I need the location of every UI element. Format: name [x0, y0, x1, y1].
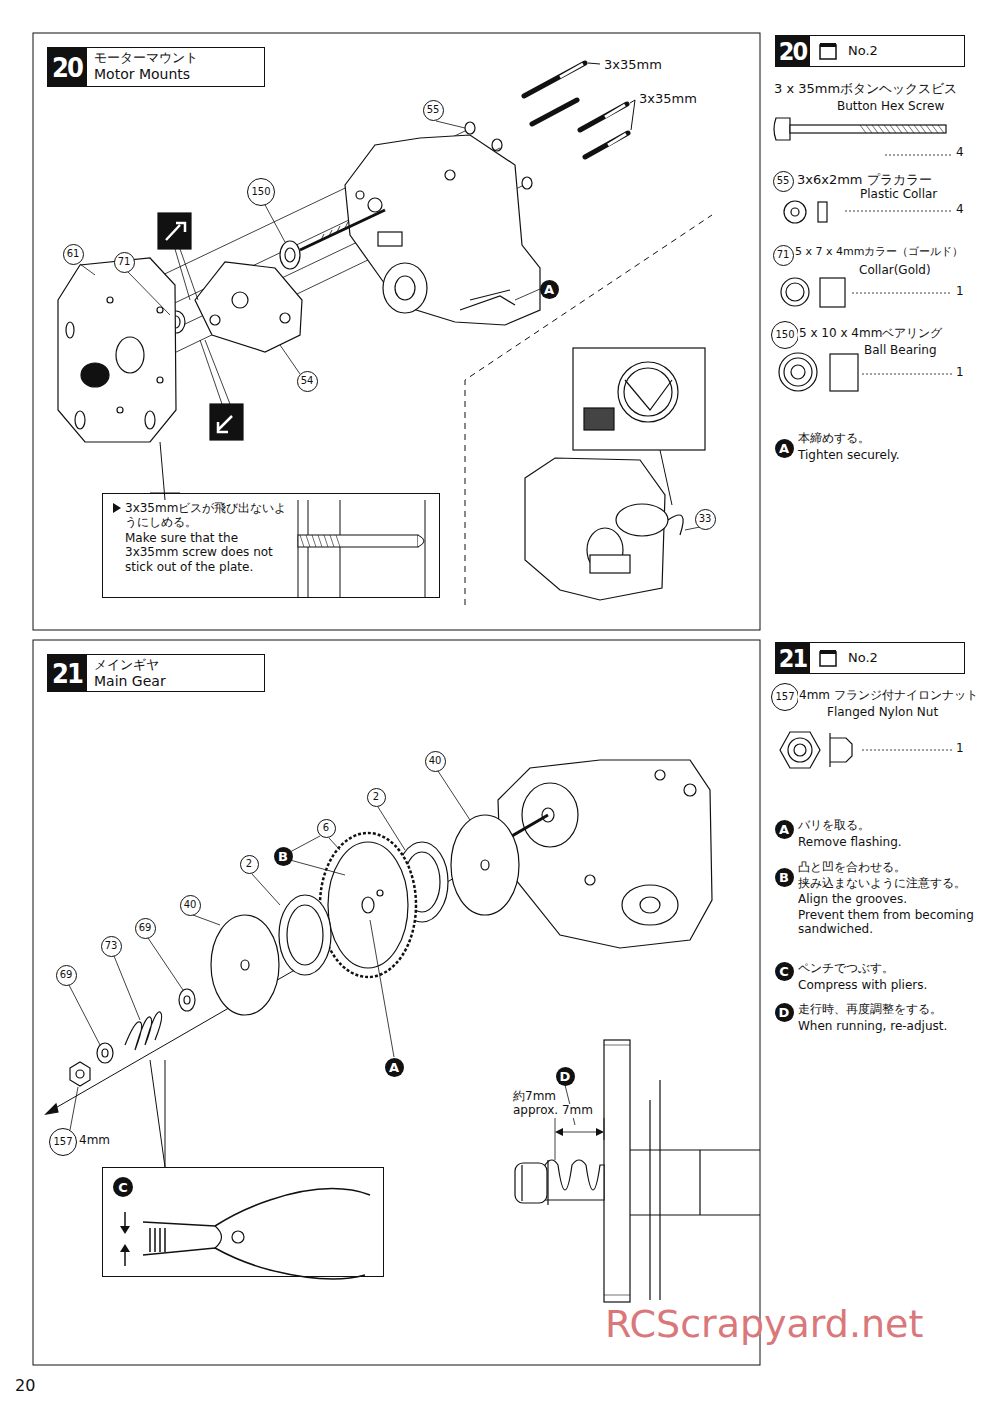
- step-title-text: Main Gear: [94, 673, 264, 690]
- label-text: 3x6x2mm プラカラー: [796, 173, 933, 188]
- label-text: 本締めする。: [797, 432, 871, 446]
- callout-number: 157: [49, 1128, 77, 1156]
- note-box: 3x35mmビスが飛び出ないようにしめる。Make sure that the …: [102, 493, 440, 598]
- bag-icon: [818, 41, 838, 61]
- note-text: 3x35mmビスが飛び出ないようにしめる。: [125, 501, 295, 530]
- label-text: ペンチでつぶす。: [797, 962, 895, 976]
- callout-number: 54: [297, 371, 318, 392]
- step-number: 21: [775, 642, 810, 674]
- callout-number: 71: [114, 252, 135, 273]
- callout-number: 69: [56, 965, 77, 986]
- label-text: Remove flashing.: [797, 836, 903, 850]
- callout-number: 6: [317, 819, 336, 838]
- title-text: メインギヤMain Gear: [94, 655, 264, 689]
- note-text: Make sure that the 3x35mm screw does not…: [125, 531, 295, 574]
- callout-number: 150: [247, 178, 275, 206]
- step-marker: A: [775, 439, 794, 458]
- label-text: 走行時、再度調整をする。: [797, 1003, 943, 1017]
- callout-number: 157: [771, 683, 799, 711]
- label-text: Align the grooves.: [797, 893, 908, 907]
- step-title: 21メインギヤMain Gear: [47, 654, 265, 692]
- label-text: 1: [955, 285, 965, 299]
- label-text: 凸と凹を合わせる。: [797, 861, 907, 875]
- callout-number: 40: [425, 751, 446, 772]
- step-marker: D: [775, 1003, 794, 1022]
- step-marker: B: [274, 847, 293, 866]
- label-text: 4: [955, 146, 965, 160]
- label-text: When running, re-adjust.: [797, 1020, 948, 1034]
- parts-header: 21 No.2: [775, 642, 965, 674]
- watermark: RCScrapyard.net: [605, 1303, 923, 1347]
- label-text: Button Hex Screw: [836, 100, 945, 114]
- callout-number: 71: [773, 245, 794, 266]
- step-title: 20モーターマウントMotor Mounts: [47, 47, 265, 87]
- step-title-text: Motor Mounts: [94, 66, 264, 83]
- step-marker: A: [775, 820, 794, 839]
- label-text: 挟み込まないように注意する。: [797, 877, 967, 891]
- step-marker: C: [775, 962, 794, 981]
- label-text: 1: [955, 742, 965, 756]
- parts-header: 20 No.2: [775, 35, 965, 67]
- bag-icon: [818, 648, 838, 668]
- step-marker: D: [556, 1067, 575, 1086]
- step-number: 21: [47, 654, 87, 692]
- step-marker: A: [540, 280, 559, 299]
- label-text: Ball Bearing: [863, 344, 938, 358]
- callout-number: 2: [367, 788, 386, 807]
- label-text: Flanged Nylon Nut: [826, 706, 939, 720]
- bag-number: No.2: [848, 43, 878, 58]
- label-text: Tighten securely.: [797, 449, 900, 463]
- callout-number: 55: [423, 100, 444, 121]
- step-number: 20: [47, 47, 87, 87]
- callout-number: 61: [63, 244, 84, 265]
- label-text: バリを取る。: [797, 819, 871, 833]
- label-text: 約7mm: [512, 1090, 557, 1104]
- callout-number: 69: [135, 918, 156, 939]
- label-text: 3 x 35mmボタンヘックスビス: [773, 82, 958, 97]
- label-text: Collar(Gold): [858, 264, 932, 278]
- label-text: 1: [955, 366, 965, 380]
- callout-number: 73: [101, 936, 122, 957]
- label-text: approx. 7mm: [512, 1104, 594, 1118]
- callout-number: 40: [180, 895, 201, 916]
- step-number: 20: [775, 35, 810, 67]
- label-text: 4: [955, 203, 965, 217]
- detail-box: C: [102, 1167, 384, 1277]
- label-text: 5 x 7 x 4mmカラー（ゴールド）: [794, 246, 964, 259]
- label-text: 4mm フランジ付ナイロンナット: [798, 689, 979, 703]
- title-text: モーターマウントMotor Mounts: [94, 48, 264, 82]
- label-text: 20: [14, 1377, 36, 1395]
- label-text: Prevent them from becoming sandwiched.: [797, 909, 977, 937]
- label-text: 5 x 10 x 4mmベアリング: [798, 327, 943, 341]
- label-text: 3x35mm: [603, 58, 663, 73]
- label-text: Compress with pliers.: [797, 979, 928, 993]
- callout-number: 150: [771, 321, 799, 349]
- label-text: 4mm: [78, 1134, 111, 1148]
- step-title-text: モーターマウント: [94, 50, 264, 66]
- label-text: Plastic Collar: [859, 188, 938, 202]
- label-text: 3x35mm: [638, 92, 698, 107]
- step-marker: A: [385, 1058, 404, 1077]
- callout-number: 2: [240, 855, 259, 874]
- callout-number: 55: [773, 171, 794, 192]
- step-marker: B: [775, 868, 794, 887]
- bag-number: No.2: [848, 650, 878, 665]
- step-marker: C: [113, 1177, 133, 1197]
- step-title-text: メインギヤ: [94, 657, 264, 673]
- callout-number: 33: [695, 509, 716, 530]
